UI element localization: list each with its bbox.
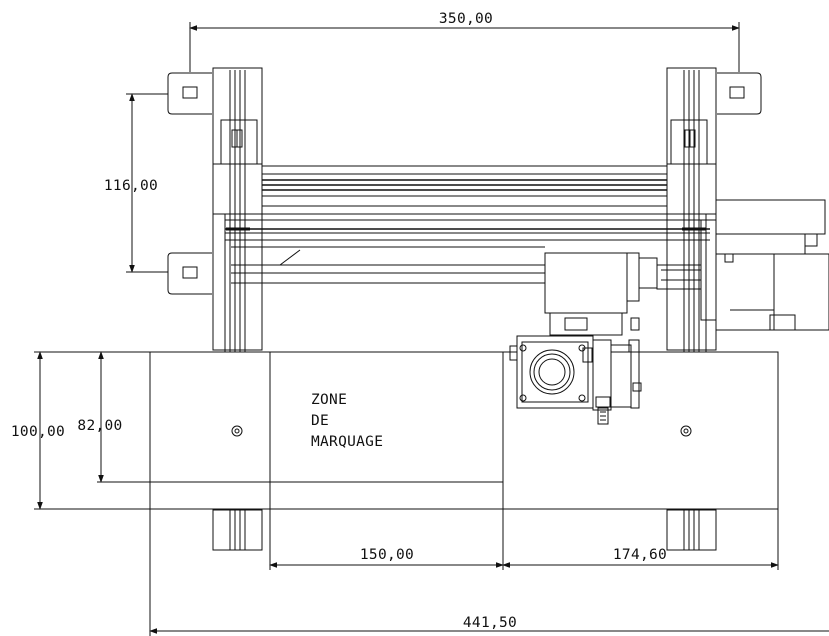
dimension-lines (34, 22, 829, 636)
zone-label-line3: MARQUAGE (311, 434, 383, 450)
marking-head (509, 335, 642, 425)
dim-total-width: 441,50 (463, 615, 517, 631)
dim-outer-height: 100,00 (11, 424, 65, 440)
dim-left-height: 116,00 (104, 178, 158, 194)
dim-inner-height: 82,00 (77, 418, 122, 434)
dim-right-width: 174,60 (613, 547, 667, 563)
zone-label-line2: DE (311, 413, 329, 429)
dim-mid-width: 150,00 (360, 547, 414, 563)
zone-label-line1: ZONE (311, 392, 347, 408)
machine-frame (167, 67, 829, 551)
conveyor-table (97, 351, 779, 510)
dim-top-width: 350,00 (439, 11, 493, 27)
